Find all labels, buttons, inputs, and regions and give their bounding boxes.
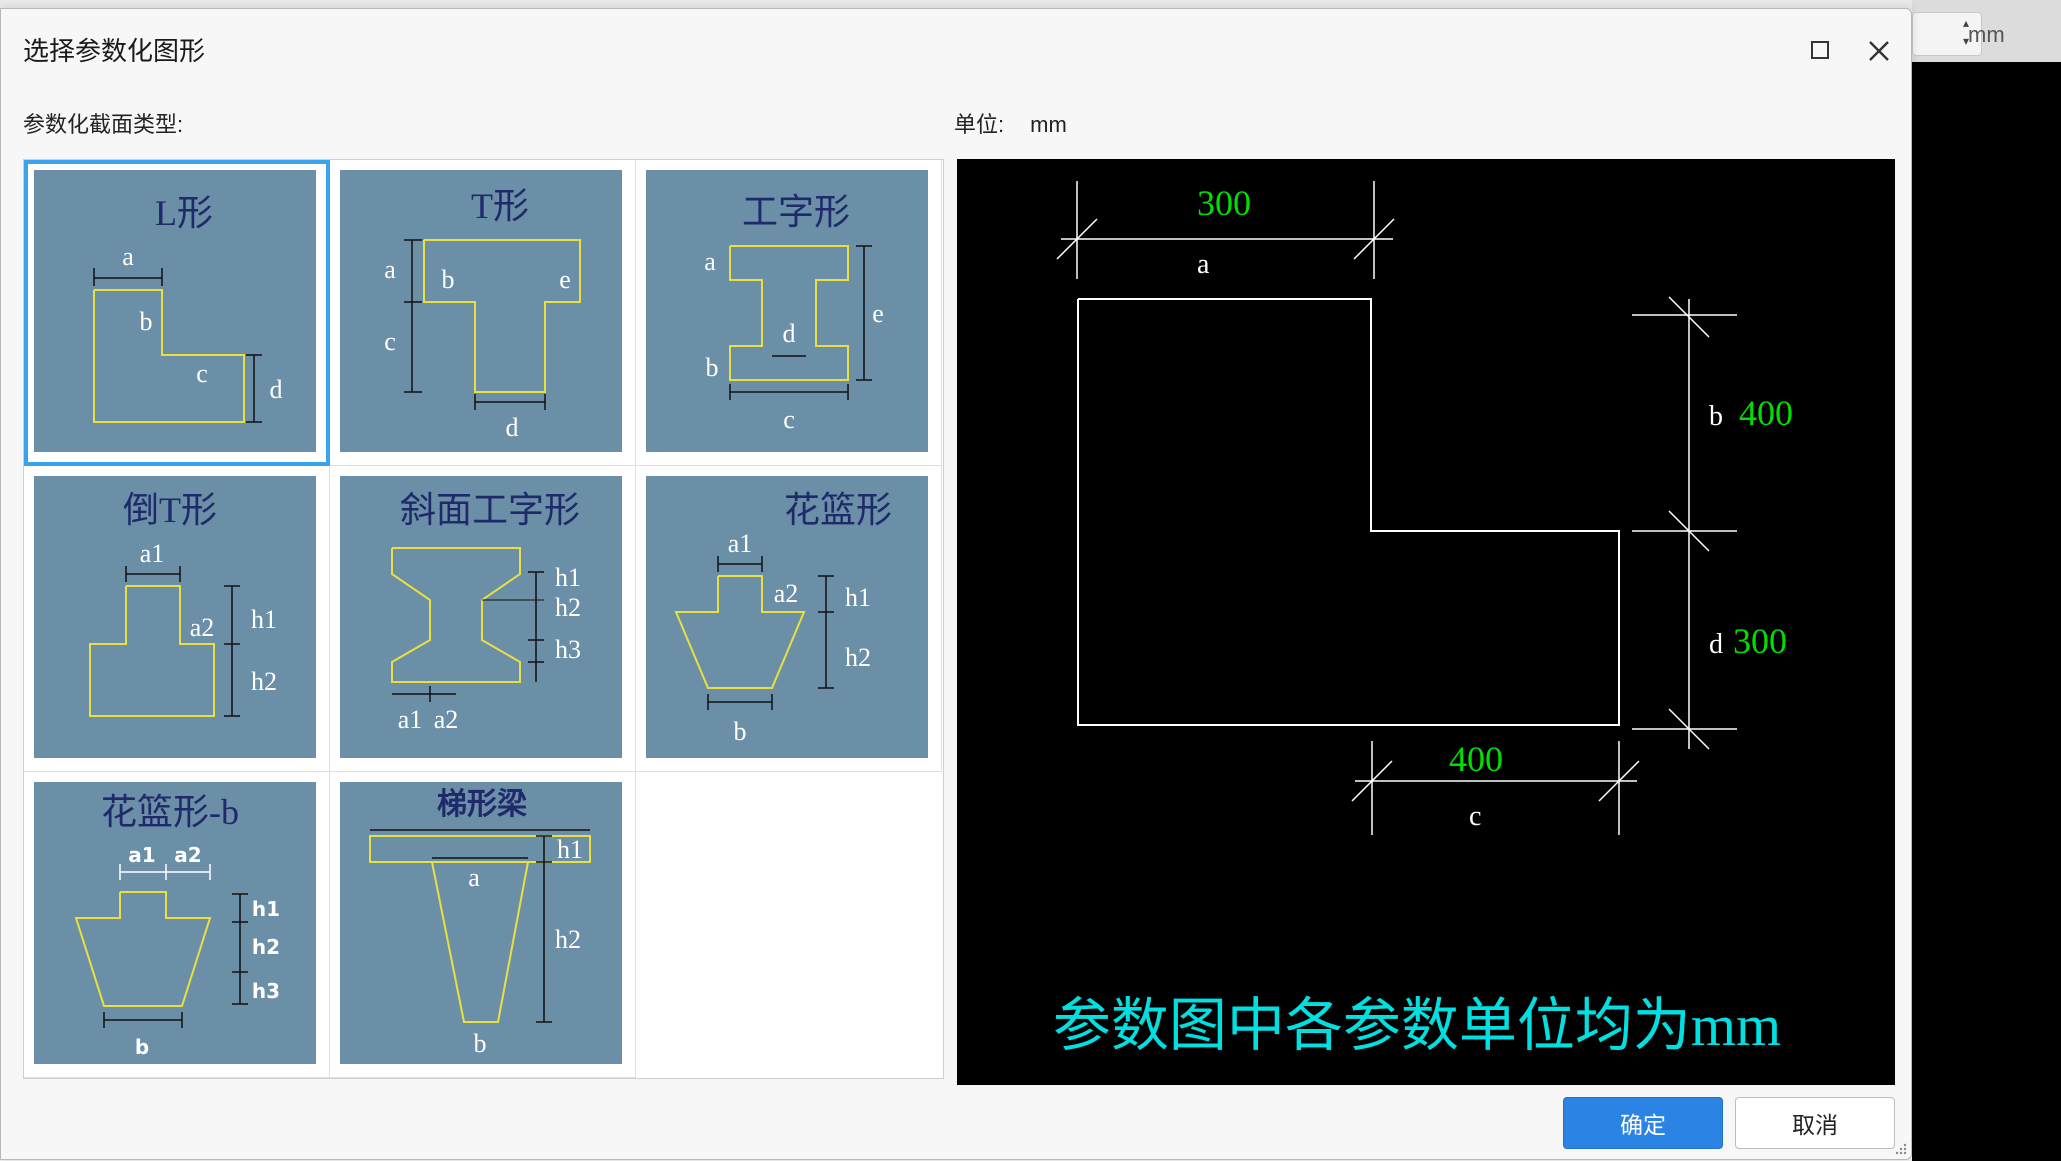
shape-grid: L形 a b c d T形	[23, 159, 944, 1079]
shape-title: 梯形梁	[437, 788, 527, 821]
dim-label: b	[734, 717, 747, 746]
shape-title: 工字形	[742, 192, 850, 232]
background-top	[0, 0, 2061, 10]
dim-label: b	[135, 1035, 149, 1059]
dim-label: c	[384, 327, 396, 356]
dim-label: h1	[252, 897, 280, 921]
dim-label: e	[559, 265, 571, 294]
dim-label: h1	[251, 605, 277, 634]
dim-label: a2	[434, 705, 459, 734]
dim-value-b: 400	[1739, 393, 1793, 433]
background-spinner[interactable]: ▴ ▾	[1912, 12, 1982, 56]
shape-thumb: 倒T形 a1 a2 h1 h2	[34, 476, 316, 758]
shape-thumb: 梯形梁 h1 a h2 b	[340, 782, 622, 1064]
shape-title: 斜面工字形	[400, 490, 580, 530]
dim-label: b	[140, 307, 153, 336]
dim-label: c	[196, 359, 208, 388]
shape-title: 花篮形-b	[101, 792, 239, 832]
shape-tile-t[interactable]: T形 a b e c d	[330, 160, 636, 466]
shape-tile-trapezoid[interactable]: 梯形梁 h1 a h2 b	[330, 772, 636, 1078]
shape-tile-sloped-i[interactable]: 斜面工字形 h1 h2 h3 a1 a2	[330, 466, 636, 772]
dialog-title: 选择参数化图形	[23, 36, 206, 66]
shape-thumb: 工字形 a e d b c	[646, 170, 928, 452]
dim-label: h3	[252, 979, 280, 1003]
dim-label: a1	[128, 843, 155, 867]
shape-title: 花篮形	[784, 490, 892, 530]
dim-value-c: 400	[1449, 739, 1503, 779]
dim-name-a: a	[1197, 249, 1210, 280]
section-label: 参数化截面类型:	[23, 112, 184, 137]
ok-button[interactable]: 确定	[1563, 1097, 1723, 1149]
dim-label: h2	[845, 643, 871, 672]
dim-label: a1	[728, 529, 753, 558]
dim-label: a1	[398, 705, 423, 734]
dim-label: h2	[555, 925, 581, 954]
shape-tile-basket[interactable]: 花篮形 a1 a2 h1 h2 b	[636, 466, 942, 772]
background-canvas	[1912, 62, 2061, 1161]
dim-label: a2	[774, 579, 799, 608]
shape-thumb: 花篮形-b a1 a2 h1 h2	[34, 782, 316, 1064]
close-button[interactable]	[1859, 31, 1899, 71]
shape-thumb: 花篮形 a1 a2 h1 h2 b	[646, 476, 928, 758]
dim-label: h2	[252, 935, 280, 959]
dim-value-d: 300	[1733, 621, 1787, 661]
shape-title: 倒T形	[123, 490, 217, 530]
select-shape-dialog: 选择参数化图形 参数化截面类型: 单位: mm L形	[0, 8, 1912, 1160]
shape-tile-inverted-t[interactable]: 倒T形 a1 a2 h1 h2	[24, 466, 330, 772]
shape-tile-basket-b[interactable]: 花篮形-b a1 a2 h1 h2	[24, 772, 330, 1078]
dim-label: a2	[190, 613, 215, 642]
dim-label: h1	[557, 835, 583, 864]
cancel-button[interactable]: 取消	[1735, 1097, 1895, 1149]
shape-thumb: 斜面工字形 h1 h2 h3 a1 a2	[340, 476, 622, 758]
dim-name-c: c	[1469, 801, 1481, 832]
dim-label: b	[474, 1029, 487, 1058]
dim-label: e	[872, 299, 884, 328]
dim-label: a	[704, 247, 716, 276]
dim-label: a	[468, 863, 480, 892]
dim-label: h2	[251, 667, 277, 696]
resize-grip-icon[interactable]	[1893, 1141, 1907, 1155]
shape-thumb: L形 a b c d	[34, 170, 316, 452]
spin-down-icon[interactable]: ▾	[1962, 34, 1969, 48]
dim-label: d	[783, 319, 796, 348]
maximize-icon	[1811, 41, 1829, 59]
unit-caption: 单位:	[954, 112, 1005, 137]
close-icon	[1869, 41, 1889, 61]
dim-label: c	[783, 405, 795, 434]
dim-label: a	[122, 242, 134, 271]
shape-title: L形	[155, 193, 213, 233]
shape-tile-l[interactable]: L形 a b c d	[24, 160, 330, 466]
dim-label: b	[706, 353, 719, 382]
dim-label: h1	[845, 583, 871, 612]
shape-preview: 300 a b 400 d 300 400 c 参数图中各参数单位均为mm	[957, 159, 1895, 1085]
dim-label: a	[384, 255, 396, 284]
dim-label: h2	[555, 593, 581, 622]
background-unit: mm	[1968, 22, 2005, 47]
shape-thumb: T形 a b e c d	[340, 170, 622, 452]
dim-name-d: d	[1709, 629, 1723, 660]
maximize-button[interactable]	[1801, 31, 1841, 71]
unit-value: mm	[1030, 112, 1067, 137]
unit-label: 单位: mm	[954, 107, 1067, 139]
spin-up-icon[interactable]: ▴	[1962, 16, 1969, 30]
dim-label: b	[442, 265, 455, 294]
shape-title: T形	[471, 186, 529, 226]
dim-name-b: b	[1709, 401, 1723, 432]
preview-note: 参数图中各参数单位均为mm	[1053, 993, 1781, 1058]
shape-tile-i[interactable]: 工字形 a e d b c	[636, 160, 942, 466]
dim-label: a2	[174, 843, 201, 867]
dim-label: h1	[555, 563, 581, 592]
dim-label: a1	[140, 539, 165, 568]
dim-label: d	[270, 375, 283, 404]
dim-label: d	[506, 413, 519, 442]
dim-value-a: 300	[1197, 183, 1251, 223]
dim-label: h3	[555, 635, 581, 664]
